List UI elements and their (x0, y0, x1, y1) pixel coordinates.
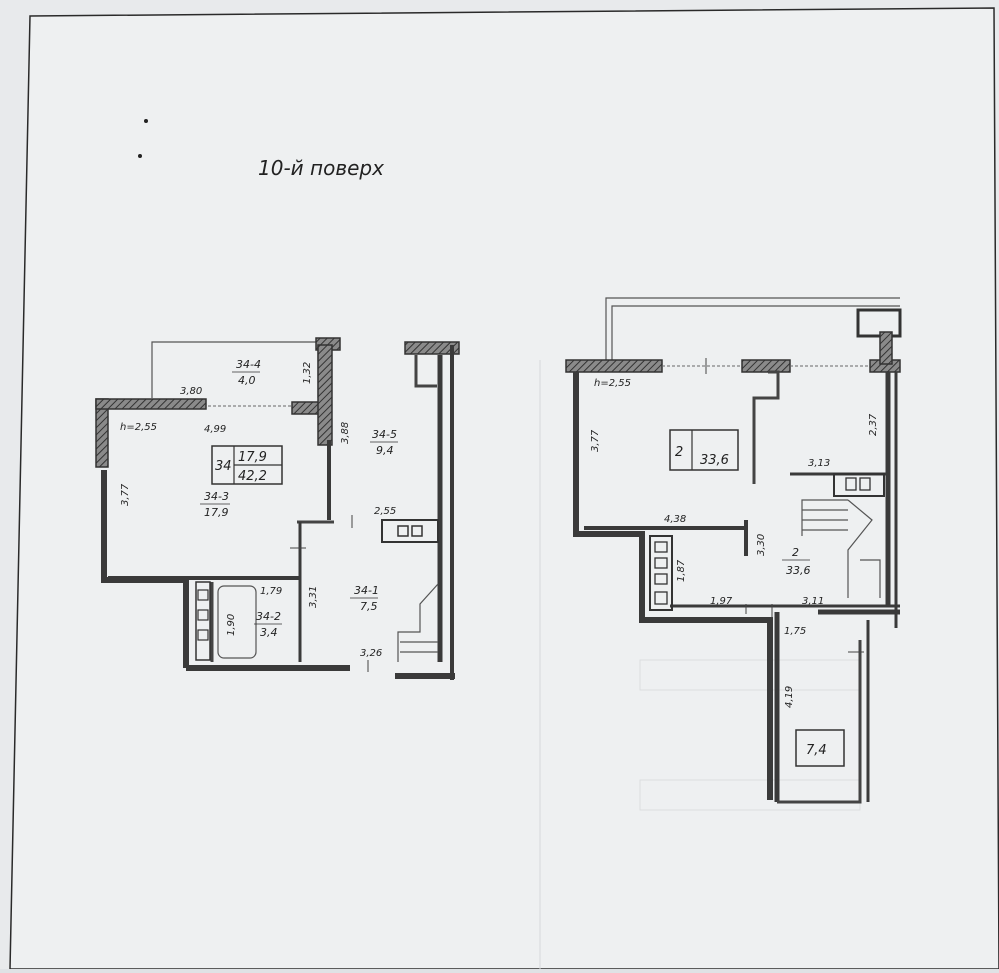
plan-right: 2 33,6 h=2,55 2 33,6 7,4 3,77 2,37 3,13 … (565, 297, 902, 804)
room-id: 34-5 (372, 428, 397, 441)
dimension-label: 3,77 (590, 429, 601, 452)
dimension-label: 1,79 (260, 586, 282, 597)
room-id: 2 (792, 546, 799, 559)
dimension-label: 3,77 (120, 483, 131, 506)
plan-left: 34 17,9 42,2 h=2,55 34-4 4,0 34-5 9,4 34… (95, 337, 460, 680)
dimension-label: 3,13 (808, 458, 830, 469)
dimension-label: 3,30 (756, 534, 767, 556)
ceiling-height-note: h=2,55 (594, 378, 631, 389)
dimension-label: 3,80 (180, 386, 202, 397)
dimension-label: 3,31 (308, 586, 319, 608)
room-id: 34-1 (354, 584, 379, 597)
room-area-box (795, 729, 845, 767)
level-summary-box (669, 429, 739, 471)
paper-sheet (9, 7, 999, 970)
room-area: 4,0 (238, 374, 256, 387)
room-area: 33,6 (786, 564, 811, 577)
room-area: 17,9 (204, 506, 229, 519)
dimension-label: 1,32 (302, 362, 313, 384)
room-id: 34-2 (256, 610, 281, 623)
dimension-label: 2,55 (374, 506, 396, 517)
room-id: 34-4 (236, 358, 261, 371)
floor-title: 10-й поверх (258, 156, 384, 180)
room-area: 9,4 (376, 444, 394, 457)
room-id: 34-3 (204, 490, 229, 503)
dimension-label: 4,99 (204, 424, 226, 435)
dimension-label: 1,90 (226, 614, 237, 636)
level-number: 2 (675, 445, 683, 460)
level-area: 33,6 (700, 453, 729, 468)
dimension-label: 4,38 (664, 514, 686, 525)
dimension-label: 3,88 (340, 422, 351, 444)
dimension-label: 3,11 (802, 596, 824, 607)
dimension-label: 1,75 (784, 626, 806, 637)
dimension-label: 4,19 (784, 686, 795, 708)
dimension-label: 3,26 (360, 648, 382, 659)
apartment-living-area: 17,9 (238, 450, 267, 465)
dimension-label: 1,97 (710, 596, 733, 607)
room-area: 3,4 (260, 626, 278, 639)
room-area: 7,5 (360, 600, 378, 613)
ceiling-height-note: h=2,55 (120, 422, 157, 433)
apartment-total-area: 42,2 (238, 469, 267, 484)
dimension-label: 2,37 (868, 413, 879, 436)
room-area: 7,4 (806, 743, 827, 758)
apartment-number: 34 (215, 459, 232, 474)
dimension-label: 1,87 (676, 559, 687, 582)
